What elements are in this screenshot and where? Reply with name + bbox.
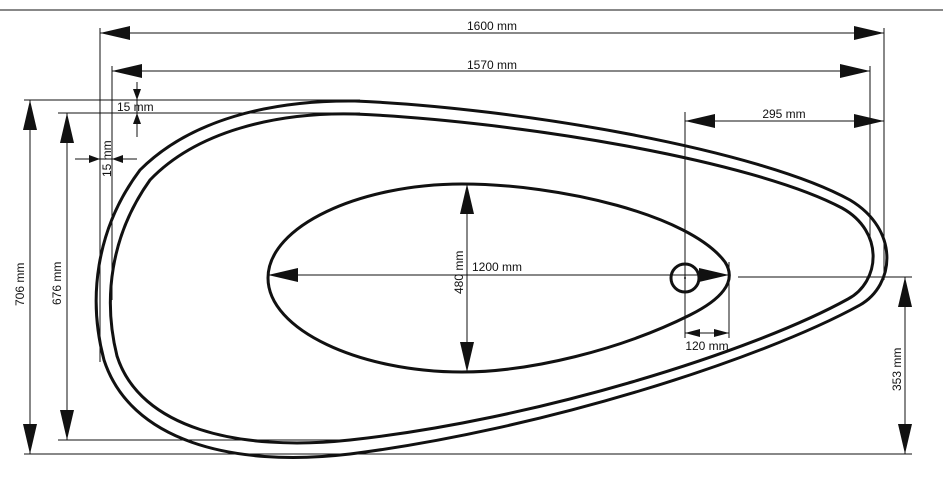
dim-overall-width: 706 mm	[13, 100, 37, 454]
dim-inner-width: 676 mm	[50, 113, 74, 440]
dim-basin-length-label: 1200 mm	[472, 260, 522, 274]
dim-rim-side-label: 15 mm	[100, 140, 114, 177]
dim-overall-width-label: 706 mm	[13, 263, 27, 306]
dim-rim-side: 15 mm	[75, 140, 137, 177]
dim-drain-to-basin-edge: 120 mm	[685, 329, 729, 353]
dim-drain-offset: 295 mm	[685, 107, 884, 128]
dim-overall-length-label: 1600 mm	[467, 19, 517, 33]
dim-basin-width: 480 mm	[452, 184, 474, 372]
dim-drain-to-basin-edge-label: 120 mm	[685, 339, 728, 353]
dim-rim-top-label: 15 mm	[117, 100, 154, 114]
dim-rim-top: 15 mm	[117, 82, 154, 137]
dim-half-width: 353 mm	[890, 277, 912, 454]
dim-overall-length: 1600 mm	[100, 19, 884, 40]
dim-drain-offset-label: 295 mm	[762, 107, 805, 121]
tub-inner-rim	[108, 112, 875, 445]
dim-basin-width-label: 480 mm	[452, 251, 466, 294]
dim-inner-length: 1570 mm	[112, 58, 870, 78]
dim-inner-width-label: 676 mm	[50, 262, 64, 305]
dim-inner-length-label: 1570 mm	[467, 58, 517, 72]
dim-half-width-label: 353 mm	[890, 348, 904, 391]
basin-outline	[266, 182, 731, 374]
tub-outer-outline	[94, 99, 889, 459]
dim-basin-length: 1200 mm	[268, 260, 729, 282]
